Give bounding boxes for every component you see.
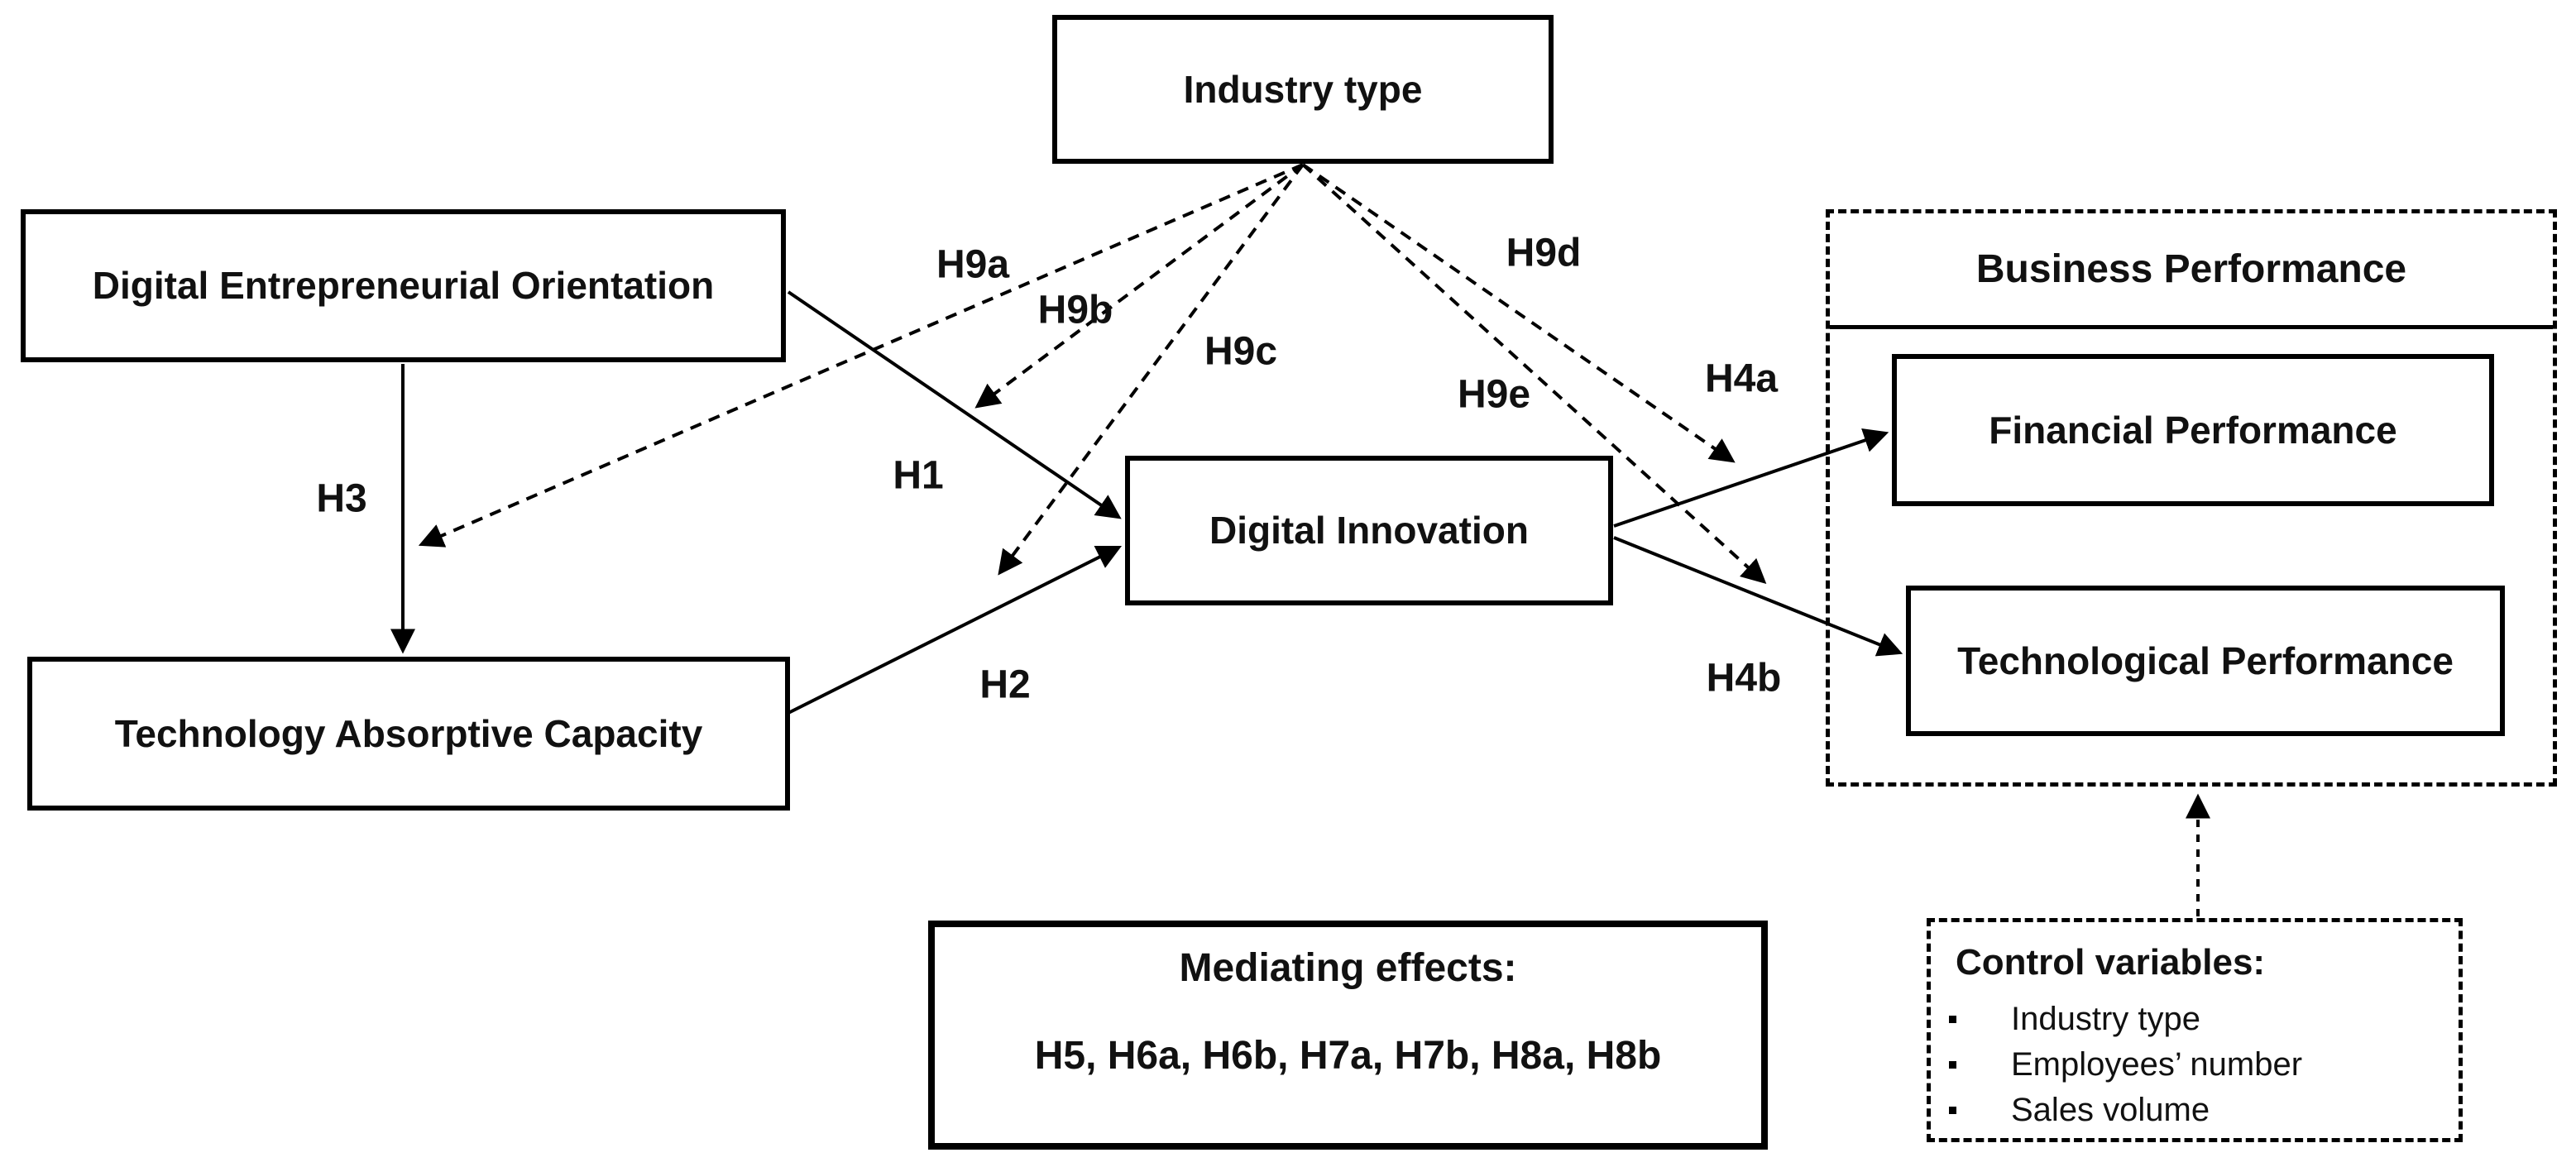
edge-label-h9a: H9a [936, 242, 1010, 287]
edge-label-h9e: H9e [1457, 372, 1531, 417]
edge-label-h4b: H4b [1706, 656, 1782, 701]
control-variables-title: Control variables: [1956, 942, 2266, 983]
group-business-performance-title: Business Performance [1830, 213, 2553, 329]
node-digital-innovation-label: Digital Innovation [1209, 509, 1529, 552]
control-variable-item-label: Industry type [2011, 1001, 2201, 1037]
control-variables-list: Industry type Employees’ number Sales vo… [1931, 997, 2302, 1133]
mediating-effects-items: H5, H6a, H6b, H7a, H7b, H8a, H8b [1034, 1034, 1662, 1078]
bullet-icon [1949, 1107, 1956, 1114]
edge-label-h9d: H9d [1506, 231, 1582, 275]
node-digital-entrepreneurial-orientation-label: Digital Entrepreneurial Orientation [92, 264, 715, 308]
node-industry-type: Industry type [1052, 15, 1554, 164]
mediating-effects-title: Mediating effects: [1179, 946, 1517, 990]
control-variable-item-label: Employees’ number [2011, 1046, 2303, 1083]
node-financial-performance: Financial Performance [1892, 354, 2494, 506]
control-variables-box: Control variables: Industry type Employe… [1927, 918, 2463, 1142]
edge-label-h2: H2 [979, 662, 1031, 707]
control-variable-item: Industry type [1931, 997, 2302, 1042]
mediating-effects-box: Mediating effects: H5, H6a, H6b, H7a, H7… [928, 921, 1768, 1150]
control-variable-item: Employees’ number [1931, 1042, 2302, 1088]
node-technological-performance-label: Technological Performance [1957, 639, 2454, 682]
node-industry-type-label: Industry type [1183, 67, 1423, 111]
bullet-icon [1949, 1016, 1956, 1023]
edge-label-h9b: H9b [1037, 288, 1113, 332]
edge-label-h3: H3 [316, 476, 367, 521]
h2-arrow [788, 545, 1123, 715]
edge-label-h1: H1 [893, 453, 944, 498]
node-technology-absorptive-capacity: Technology Absorptive Capacity [27, 657, 790, 811]
node-digital-innovation: Digital Innovation [1125, 456, 1613, 605]
edge-label-h9c: H9c [1204, 329, 1278, 374]
bullet-icon [1949, 1061, 1956, 1069]
node-financial-performance-label: Financial Performance [1989, 408, 2397, 452]
node-digital-entrepreneurial-orientation: Digital Entrepreneurial Orientation [21, 209, 786, 362]
edge-label-h4a: H4a [1704, 356, 1779, 401]
node-technology-absorptive-capacity-label: Technology Absorptive Capacity [114, 711, 703, 755]
control-variable-item: Sales volume [1931, 1088, 2302, 1133]
node-technological-performance: Technological Performance [1906, 586, 2505, 736]
control-variable-item-label: Sales volume [2011, 1092, 2210, 1128]
